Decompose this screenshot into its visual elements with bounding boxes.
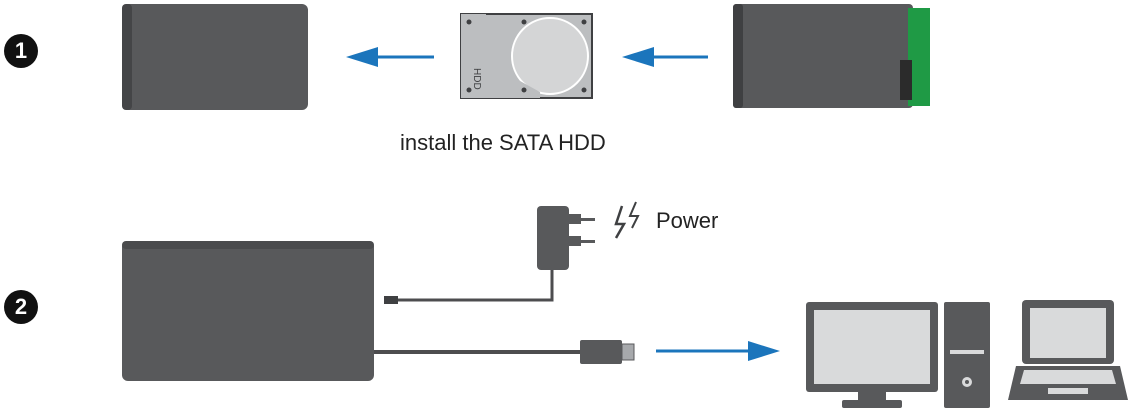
monitor-icon [806, 302, 938, 408]
power-cable [384, 268, 554, 304]
computer-tower-icon [944, 302, 990, 408]
laptop-icon [1008, 300, 1128, 400]
enclosure-icon [122, 4, 308, 110]
lightning-icon [614, 201, 640, 239]
arrow-left-icon [346, 47, 434, 67]
usb-plug-icon [580, 340, 635, 364]
hdd-label: HDD [471, 68, 482, 90]
open-enclosure-icon [733, 4, 930, 108]
hard-drive-icon: HDD [460, 13, 593, 99]
enclosure-icon [122, 241, 374, 381]
step-1-badge: 1 [4, 34, 38, 68]
step-2-badge: 2 [4, 290, 38, 324]
arrow-right-icon [656, 341, 780, 361]
arrow-left-icon [622, 47, 708, 67]
power-adapter-icon [537, 206, 595, 270]
power-label: Power [656, 208, 719, 233]
install-hdd-caption: install the SATA HDD [400, 130, 606, 155]
